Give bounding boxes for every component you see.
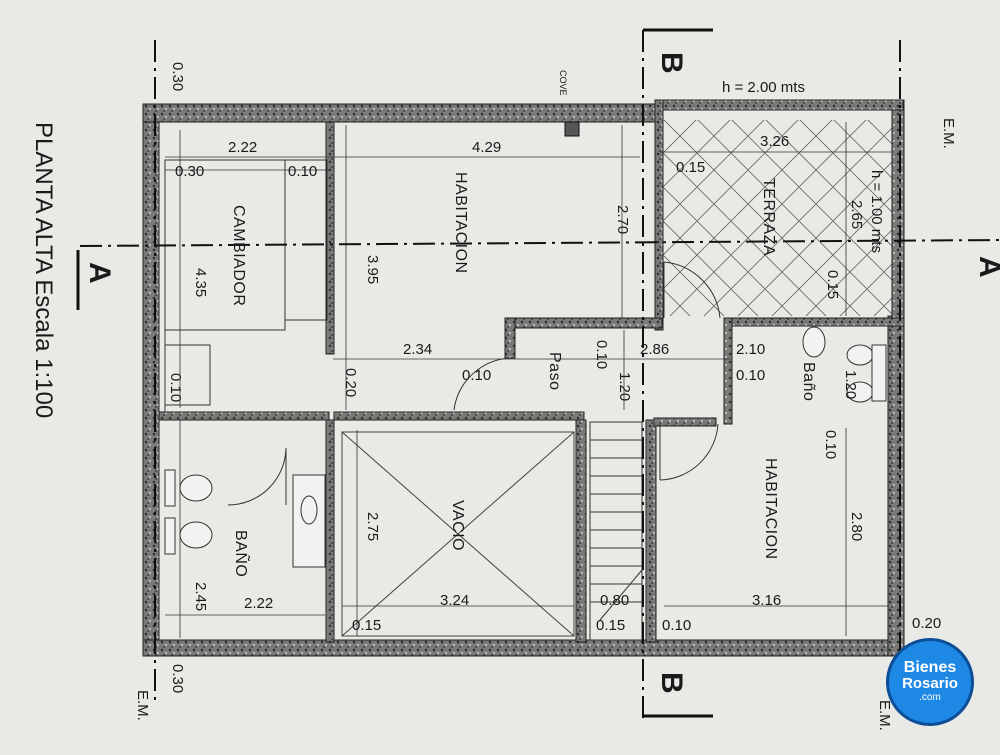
bienes-rosario-logo[interactable]: Bienes Rosario .com (886, 638, 974, 726)
note-em-top: E.M. (940, 118, 957, 149)
dim-429: 4.29 (472, 139, 501, 156)
dim-316: 3.16 (752, 592, 781, 609)
room-label-bano-small: Baño (800, 362, 817, 401)
vacio-void (341, 431, 575, 637)
room-label-terraza: TERRAZA (760, 178, 777, 256)
dim-435: 4.35 (192, 268, 209, 297)
terraza-hatch (660, 120, 892, 316)
dim-222-top: 2.22 (228, 139, 257, 156)
dim-015-terraza-right: 0.15 (824, 270, 841, 299)
note-cove: COVE (558, 70, 568, 96)
dim-222-bottom: 2.22 (244, 595, 273, 612)
walls (142, 99, 905, 657)
section-lines (79, 30, 1000, 720)
dim-020-bottom-right: 0.20 (912, 615, 941, 632)
dim-010-paso: 0.10 (462, 367, 491, 384)
dim-030-bottom-left: 0.30 (169, 664, 186, 693)
dim-030-center: 0.30 (175, 163, 204, 180)
dim-120: 1.20 (616, 372, 633, 401)
dim-010-hab: 0.10 (822, 430, 839, 459)
section-mark-a-left: A (83, 262, 116, 284)
room-label-bano-left: BAÑO (232, 530, 252, 577)
dim-030-top-left: 0.30 (169, 62, 186, 91)
dim-010-left: 0.10 (167, 373, 184, 402)
dim-010-center: 0.10 (288, 163, 317, 180)
drawing-title: PLANTA ALTA Escala 1:100 (30, 122, 57, 418)
dim-270: 2.70 (614, 205, 631, 234)
dim-015-bottom-2: 0.15 (596, 617, 625, 634)
dim-275: 2.75 (364, 512, 381, 541)
section-mark-b-bottom: B (655, 672, 688, 694)
dim-015-terraza-top: 0.15 (676, 159, 705, 176)
dim-265: 2.65 (848, 200, 865, 229)
dim-010-bottom-3: 0.10 (662, 617, 691, 634)
room-label-paso: Paso (546, 352, 563, 390)
dim-324: 3.24 (440, 592, 469, 609)
stairs (589, 421, 643, 641)
dim-080: 0.80 (600, 592, 629, 609)
room-label-vacio: VACIO (449, 500, 466, 551)
logo-line-1: Bienes (903, 659, 957, 676)
bathroom-fixtures (164, 326, 887, 568)
dim-395: 3.95 (364, 255, 381, 284)
logo-line-3: .com (919, 692, 941, 703)
logo-line-2: Rosario (902, 675, 958, 692)
dim-326: 3.26 (760, 133, 789, 150)
dim-010-bano: 0.10 (736, 367, 765, 384)
dim-120-bano: 1.20 (842, 370, 859, 399)
cove-symbol (564, 121, 580, 137)
dim-234: 2.34 (403, 341, 432, 358)
dim-286: 2.86 (640, 341, 669, 358)
note-em-bottom-left: E.M. (134, 690, 151, 721)
note-em-bottom-right: E.M. (876, 700, 893, 731)
room-label-cambiador: CAMBIADOR (230, 205, 247, 306)
dim-015-bottom-1: 0.15 (352, 617, 381, 634)
section-mark-b-top: B (655, 52, 688, 74)
dim-210: 2.10 (736, 341, 765, 358)
note-h-top: h = 2.00 mts (722, 79, 805, 96)
dimension-lines (165, 122, 892, 638)
room-label-habitacion-2: HABITACION (762, 458, 779, 560)
dim-280: 2.80 (848, 512, 865, 541)
dim-020-left: 0.20 (342, 368, 359, 397)
section-markers (76, 28, 713, 718)
note-h-side: h = 1.00 mts (868, 170, 885, 253)
section-mark-a-right: A (973, 256, 1000, 278)
dim-010-paso-2: 0.10 (593, 340, 610, 369)
dim-245: 2.45 (192, 582, 209, 611)
room-label-habitacion-1: HABITACION (452, 172, 469, 274)
